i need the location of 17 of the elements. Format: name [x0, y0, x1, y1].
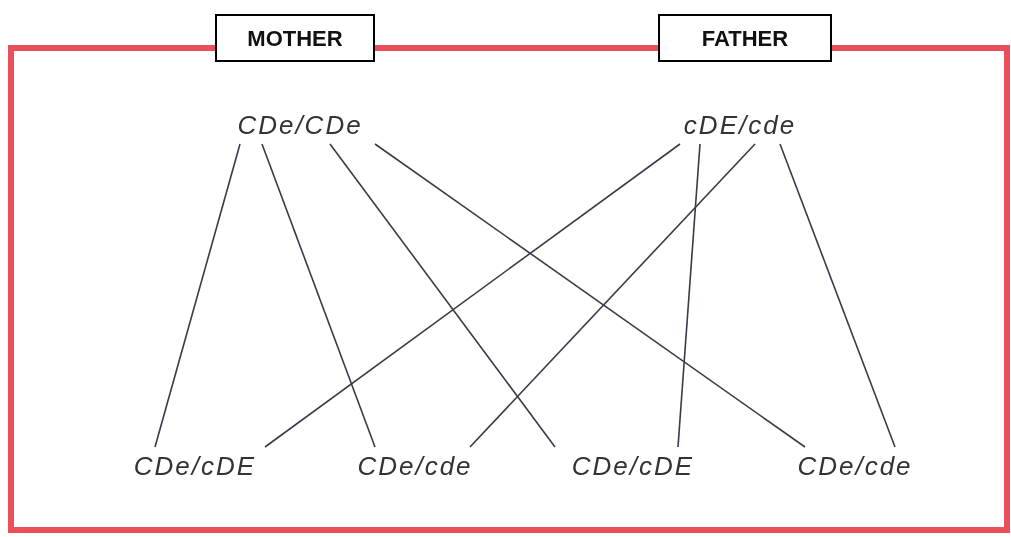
genotype-label: CDe/CDe	[200, 106, 400, 144]
connector-line	[469, 143, 756, 448]
label-box: MOTHER	[215, 14, 375, 62]
connector-line	[779, 143, 896, 448]
genotype-label: CDe/cDE	[533, 447, 733, 485]
frame-border	[8, 45, 1010, 533]
connector-line	[677, 143, 701, 448]
genotype-label: CDe/cde	[755, 447, 955, 485]
genotype-label: CDe/cde	[315, 447, 515, 485]
connector-line	[154, 143, 241, 448]
connector-line	[374, 143, 806, 448]
connector-line	[264, 143, 681, 448]
connector-line	[261, 143, 376, 448]
genotype-label: CDe/cDE	[95, 447, 295, 485]
genotype-label: cDE/cde	[640, 106, 840, 144]
label-box: FATHER	[658, 14, 832, 62]
connector-line	[329, 143, 556, 448]
